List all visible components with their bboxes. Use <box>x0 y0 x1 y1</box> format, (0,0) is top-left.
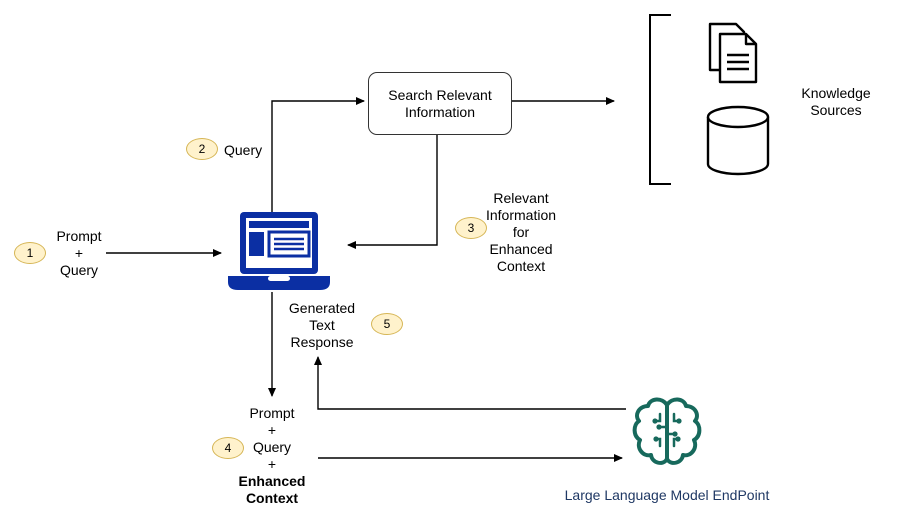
label-prompt-query-enhanced: Prompt + Query + <box>249 405 295 472</box>
label-enhanced-context-bold: Enhanced Context <box>238 473 306 506</box>
step-badge-2: 2 <box>186 138 218 160</box>
step-badge-5: 5 <box>371 313 403 335</box>
label-query: Query <box>224 142 263 158</box>
label-generated-response: Generated Text Response <box>288 300 356 350</box>
brain-icon <box>632 397 702 465</box>
documents-icon <box>708 22 758 84</box>
bracket <box>649 14 671 185</box>
arrow-llm-to-response <box>314 356 626 410</box>
label-relevant-information: Relevant Information for Enhanced Contex… <box>485 190 557 274</box>
label-knowledge-sources: Knowledge Sources <box>801 85 871 118</box>
step-badge-3: 3 <box>455 217 487 239</box>
step-badge-1: 1 <box>14 242 46 264</box>
arrow-laptop-to-search <box>271 97 365 212</box>
label-llm-endpoint: Large Language Model EndPoint <box>564 487 770 503</box>
step-badge-4: 4 <box>212 437 244 459</box>
laptop-icon <box>228 212 330 290</box>
label-prompt-query: Prompt + Query <box>56 228 102 278</box>
arrow-search-to-laptop <box>347 135 438 249</box>
database-icon <box>706 105 770 176</box>
search-relevant-information-node: Search Relevant Information <box>368 72 512 135</box>
